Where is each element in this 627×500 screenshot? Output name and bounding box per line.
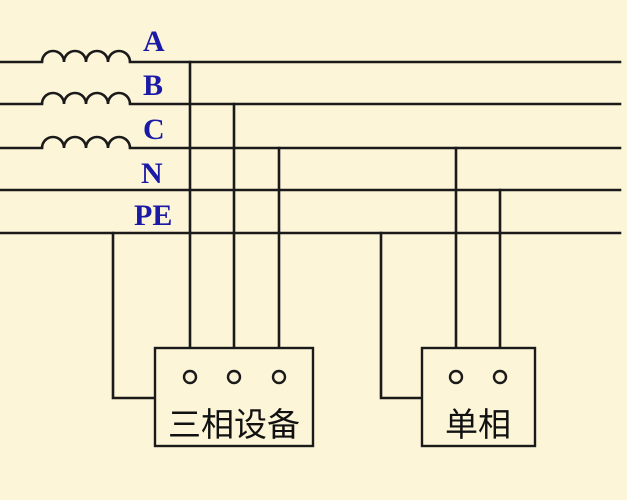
- terminal-icon: [226, 369, 242, 385]
- single-phase-device: [420, 346, 537, 448]
- terminal-icon: [448, 369, 464, 385]
- line-c: [0, 135, 622, 150]
- terminal-icon: [492, 369, 508, 385]
- line-b-label: B: [143, 69, 163, 102]
- inductor-a-icon: [40, 49, 132, 63]
- three-phase-drops: [111, 60, 281, 400]
- terminal-icon: [182, 369, 198, 385]
- inductor-c-icon: [40, 135, 132, 149]
- single-phase-device-label: 单相: [445, 405, 511, 444]
- line-a: [0, 49, 622, 64]
- line-c-label: C: [143, 113, 165, 146]
- terminal-icon: [271, 369, 287, 385]
- line-b: [0, 91, 622, 106]
- line-a-label: A: [143, 25, 165, 58]
- single-phase-drops: [379, 146, 502, 400]
- inductor-b-icon: [40, 91, 132, 105]
- three-phase-device-label: 三相设备: [168, 405, 300, 444]
- line-n-label: N: [141, 157, 163, 190]
- line-pe-label: PE: [134, 199, 172, 232]
- three-phase-device: [153, 346, 315, 448]
